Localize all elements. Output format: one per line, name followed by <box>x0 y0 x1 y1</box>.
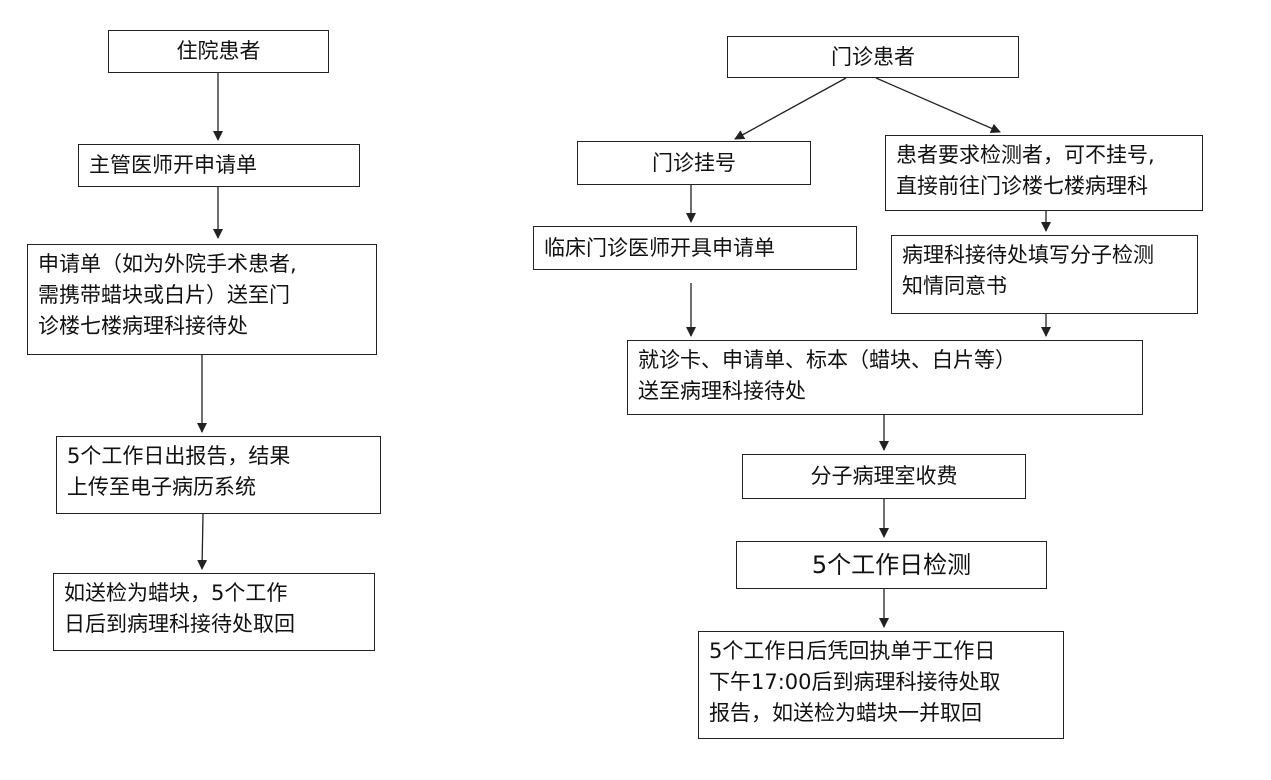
doctor-request-box: 主管医师开申请单 <box>78 144 360 187</box>
report-box: 5个工作日出报告，结果 上传至电子病历系统 <box>56 436 381 514</box>
self-request-box: 患者要求检测者，可不挂号, 直接前往门诊楼七楼病理科 <box>885 135 1203 211</box>
clinic-doctor-box: 临床门诊医师开具申请单 <box>533 226 857 270</box>
outpatient-box: 门诊患者 <box>727 36 1019 78</box>
arrow-report-to-retrieve <box>197 513 208 570</box>
arrow-outpatient-to-self <box>875 77 1001 133</box>
testing-box: 5个工作日检测 <box>736 541 1047 589</box>
register-box: 门诊挂号 <box>577 141 811 185</box>
arrow-outpatient-to-register <box>734 77 847 140</box>
fee-box: 分子病理室收费 <box>742 454 1026 499</box>
submit-materials-box: 就诊卡、申请单、标本（蜡块、白片等） 送至病理科接待处 <box>627 340 1143 415</box>
inpatient-box: 住院患者 <box>108 30 329 73</box>
retrieve-box: 如送检为蜡块，5个工作 日后到病理科接待处取回 <box>53 573 375 651</box>
consent-box: 病理科接待处填写分子检测 知情同意书 <box>891 235 1198 314</box>
submit-request-box: 申请单（如为外院手术患者, 需携带蜡块或白片）送至门 诊楼七楼病理科接待处 <box>27 244 377 355</box>
collect-report-box: 5个工作日后凭回执单于工作日 下午17:00后到病理科接待处取 报告，如送检为蜡… <box>698 631 1064 739</box>
